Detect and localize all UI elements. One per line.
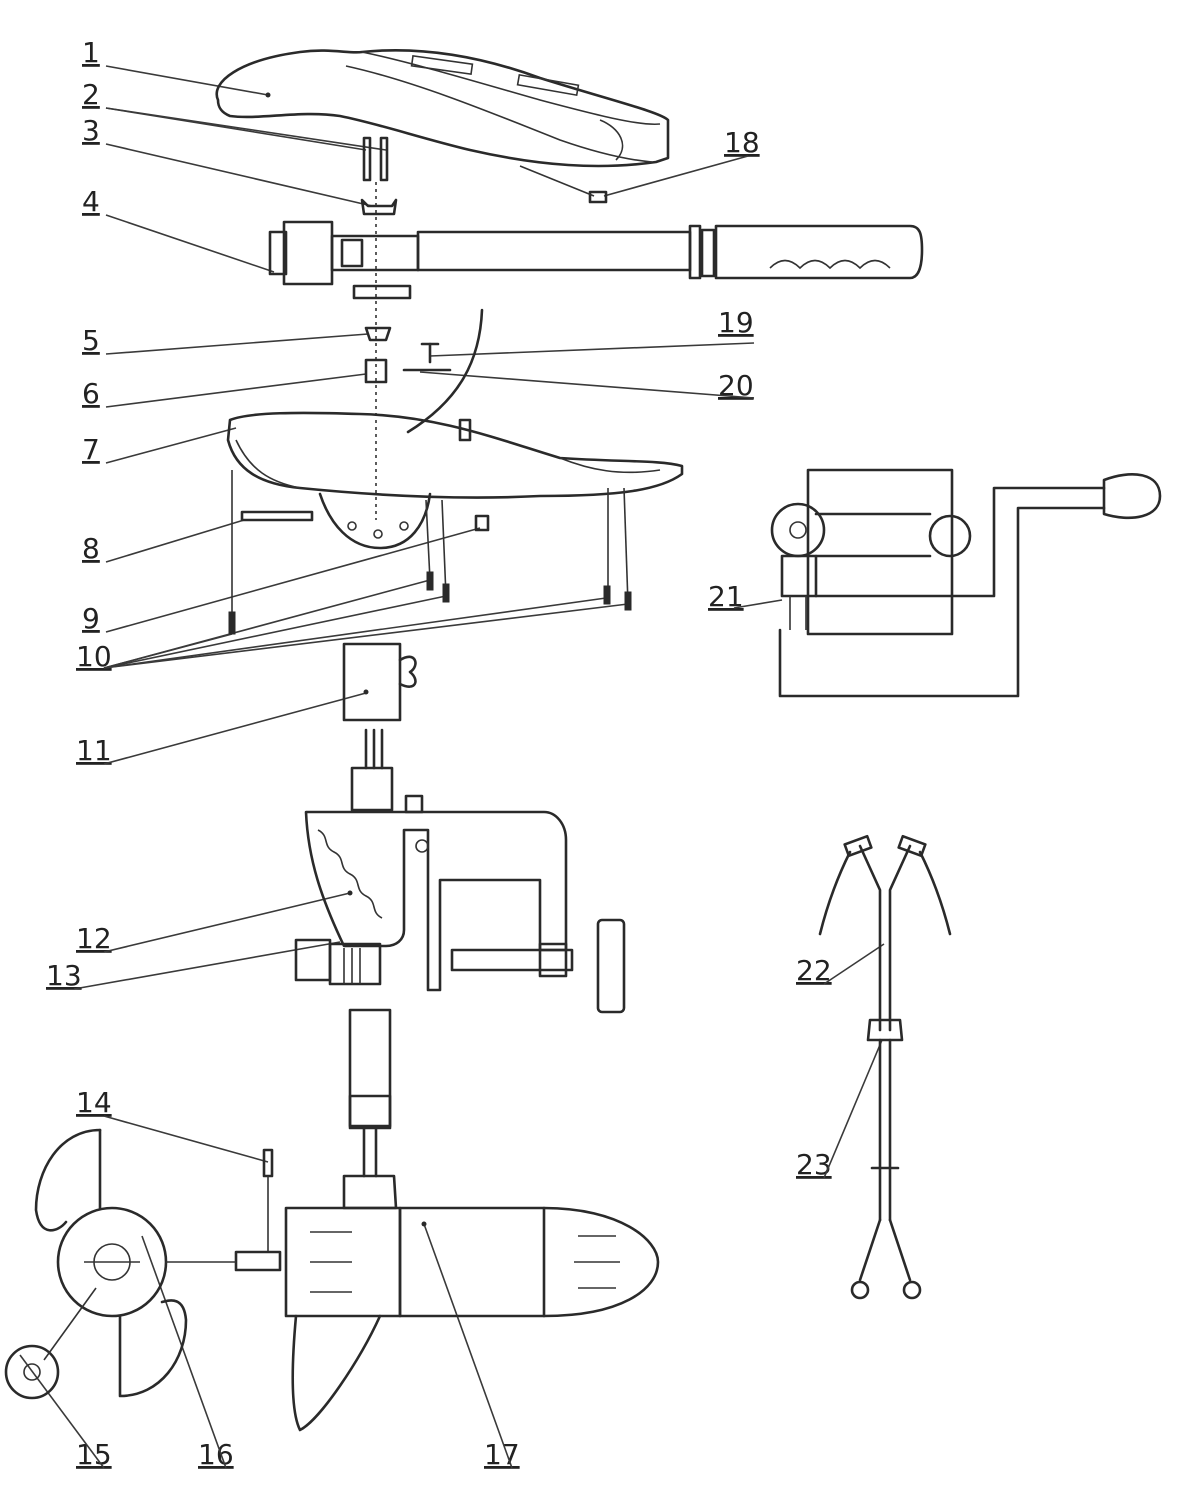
callout-16: 16: [198, 1438, 234, 1471]
callout-18: 18: [724, 126, 760, 159]
callout-13: 13: [46, 959, 82, 992]
callout-19: 19: [718, 306, 754, 339]
head-bolts: [228, 470, 632, 635]
callout-1: 1: [82, 36, 100, 69]
bushing-parts: [364, 326, 392, 384]
mounting-bracket: [294, 728, 626, 1014]
top-cover: [215, 49, 670, 168]
shaft-collar: [342, 642, 417, 722]
callout-4: 4: [82, 185, 100, 218]
callout-6: 6: [82, 377, 100, 410]
callout-3: 3: [82, 114, 100, 147]
tiller-handle: [268, 220, 924, 300]
motor-shaft: [342, 1008, 398, 1210]
callout-2: 2: [82, 78, 100, 111]
switch-wiring-diagram: [770, 468, 1162, 698]
callout-17: 17: [484, 1438, 520, 1471]
prop-pin: [234, 1148, 282, 1272]
prop-nut: [4, 1287, 97, 1400]
callout-5: 5: [82, 324, 100, 357]
callout-22: 22: [796, 954, 832, 987]
pin-and-clip: [402, 342, 452, 372]
callout-11: 11: [76, 734, 112, 767]
battery-cable: [818, 834, 952, 1300]
control-cable: [406, 165, 608, 434]
head-base: [226, 411, 684, 550]
callout-14: 14: [76, 1086, 112, 1119]
leader-lines: [19, 65, 885, 1469]
callout-9: 9: [82, 602, 100, 635]
callout-23: 23: [796, 1148, 832, 1181]
lower-motor-unit: [284, 1206, 660, 1432]
callout-8: 8: [82, 532, 100, 565]
callout-12: 12: [76, 922, 112, 955]
propeller: [34, 1128, 236, 1398]
cover-screws: [360, 136, 398, 520]
callout-7: 7: [82, 433, 100, 466]
